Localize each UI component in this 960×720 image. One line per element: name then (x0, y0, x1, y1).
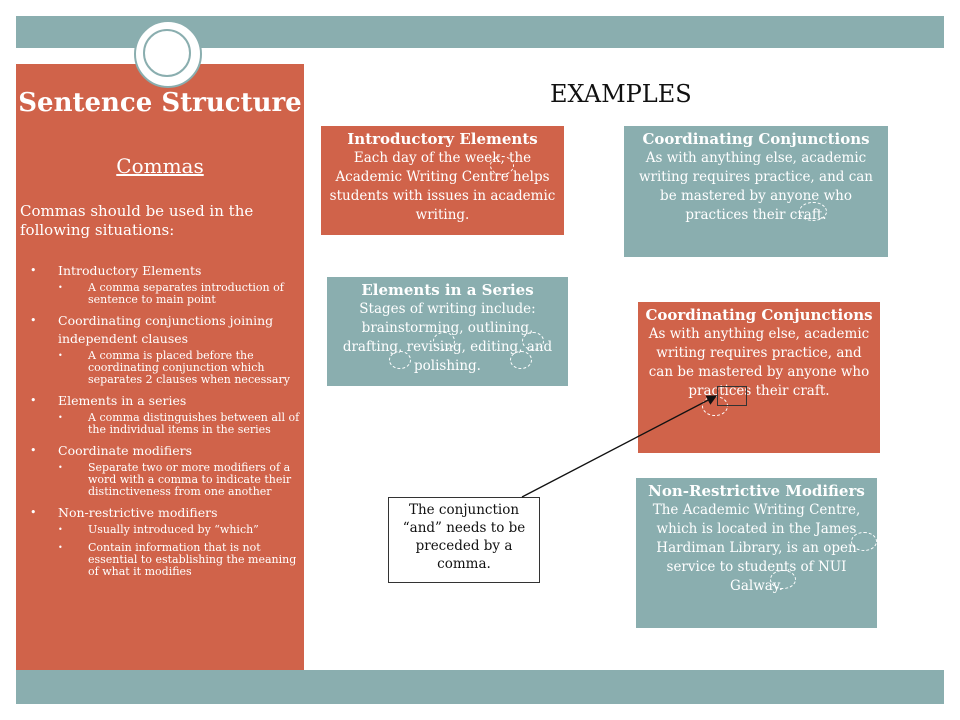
comma-highlight-icon (510, 351, 532, 369)
bullet-item: Coordinate modifiers (30, 442, 302, 460)
sidebar-subtitle: Commas (116, 154, 204, 178)
bullet-item: Introductory Elements (30, 262, 302, 280)
missing-comma-marker (717, 386, 747, 406)
example-title: Coordinating Conjunctions (645, 306, 873, 324)
bullet-item: Elements in a series (30, 392, 302, 410)
example-box-coordinating-1: Coordinating Conjunctions As with anythi… (624, 126, 888, 257)
example-body: As with anything else, academic writing … (648, 326, 870, 399)
comma-highlight-icon (851, 532, 877, 551)
sub-bullet-item: Separate two or more modifiers of a word… (30, 462, 302, 498)
sidebar-intro: Commas should be used in the following s… (20, 202, 254, 239)
example-body: As with anything else, academic writing … (638, 150, 873, 223)
bullet-item: Non-restrictive modifiers (30, 504, 302, 522)
example-body: The Academic Writing Centre, which is lo… (652, 502, 861, 594)
comma-highlight-icon (770, 570, 796, 589)
comma-highlight-icon (522, 332, 544, 350)
example-title: Coordinating Conjunctions (642, 130, 870, 148)
bullet-list: Introductory Elements A comma separates … (30, 262, 302, 584)
bullet-item: Coordinating conjunctions joining indepe… (30, 312, 302, 348)
sub-bullet-item: Usually introduced by “which” (30, 524, 302, 537)
examples-heading: EXAMPLES (550, 80, 692, 108)
sub-bullet-item: A comma is placed before the coordinatin… (30, 350, 302, 386)
bottom-bar (16, 670, 944, 704)
sub-bullet-item: A comma separates introduction of senten… (30, 282, 302, 306)
sub-bullet-item: Contain information that is not essentia… (30, 542, 302, 578)
example-title: Non-Restrictive Modifiers (648, 482, 865, 500)
example-box-introductory: Introductory Elements Each day of the we… (321, 126, 564, 235)
example-box-coordinating-2: Coordinating Conjunctions As with anythi… (638, 302, 880, 453)
comma-highlight-icon (433, 332, 455, 350)
sidebar-title: Sentence Structure (18, 88, 302, 118)
example-box-non-restrictive: Non-Restrictive Modifiers The Academic W… (636, 478, 877, 628)
sub-bullet-item: A comma distinguishes between all of the… (30, 412, 302, 436)
example-title: Elements in a Series (361, 281, 534, 299)
comma-highlight-icon (490, 156, 514, 175)
callout-note: The conjunction “and” needs to be preced… (388, 497, 540, 583)
example-body: Each day of the week, the Academic Writi… (329, 150, 556, 223)
comma-highlight-icon (799, 202, 827, 221)
decorative-ring-icon (143, 29, 191, 77)
example-title: Introductory Elements (347, 130, 538, 148)
comma-highlight-icon (389, 351, 411, 369)
